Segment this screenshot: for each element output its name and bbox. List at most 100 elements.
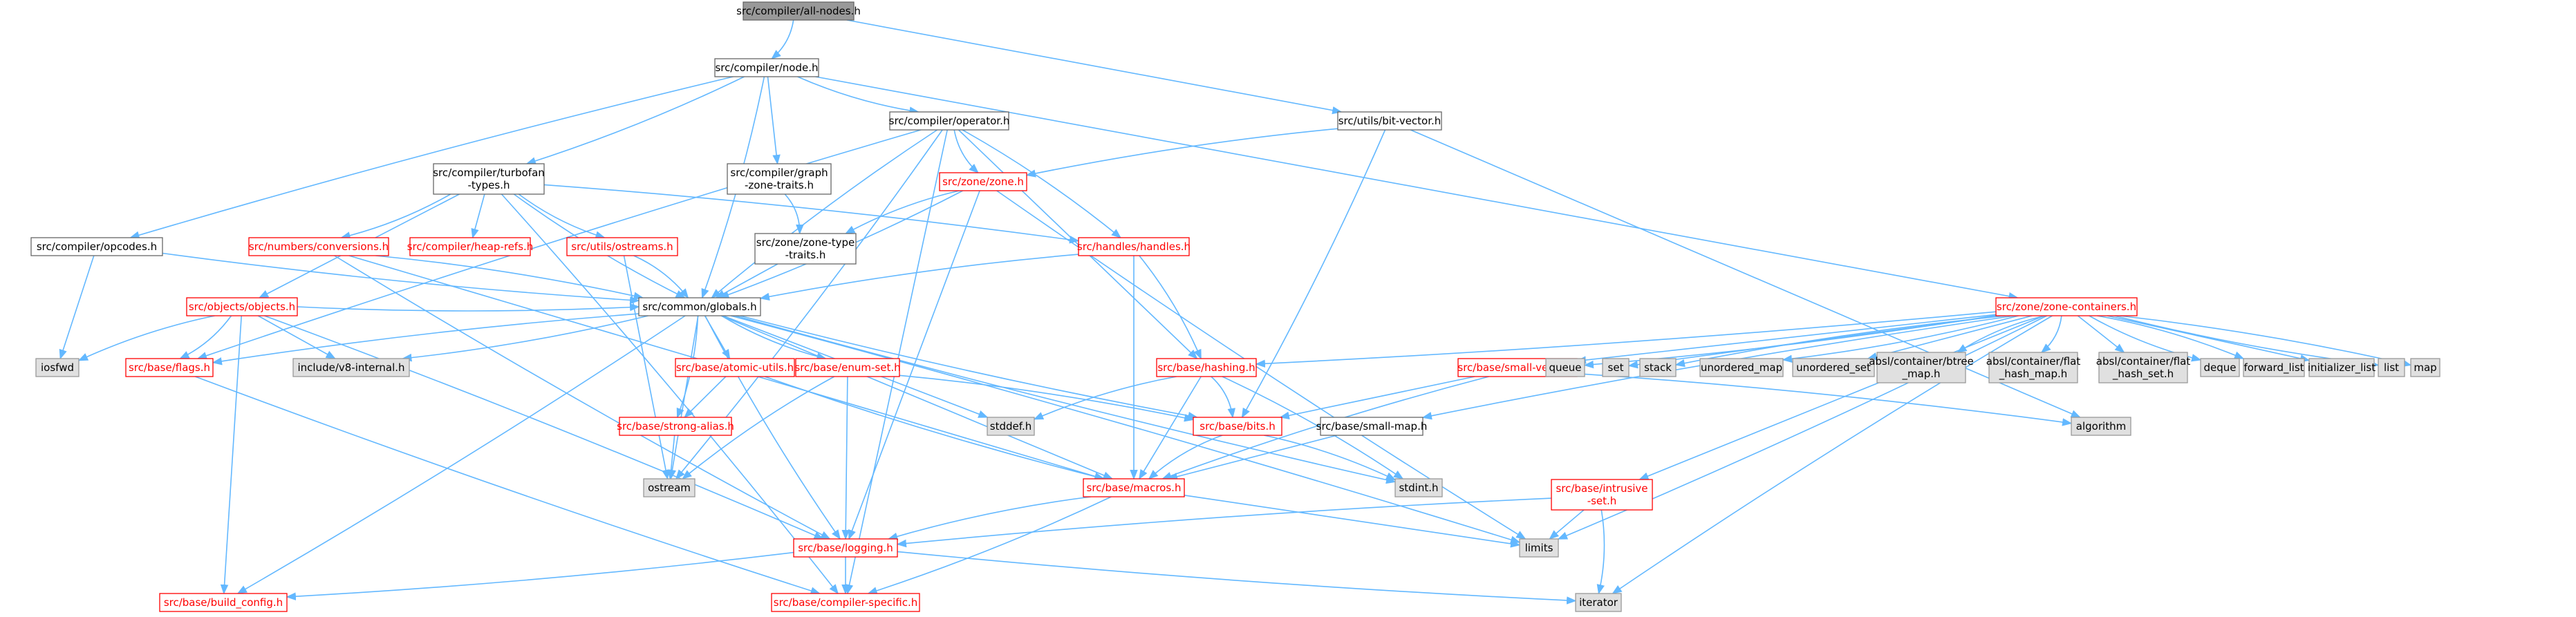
node-zone[interactable]: src/zone/zone.h [939, 172, 1027, 191]
node-deque[interactable]: deque [2200, 358, 2240, 377]
node-label: src/utils/bit-vector.h [1338, 115, 1441, 127]
node-initializer_list[interactable]: initializer_list [2308, 358, 2376, 377]
node-logging[interactable]: src/base/logging.h [793, 538, 898, 558]
node-box [743, 1, 855, 21]
edge-operator-to-flags [196, 129, 922, 360]
node-intrusiveset[interactable]: src/base/intrusive-set.h [1551, 479, 1653, 511]
edge-smallmap-to-macros [1167, 435, 1338, 481]
node-label: algorithm [2076, 420, 2126, 433]
node-iterator[interactable]: iterator [1575, 593, 1622, 612]
node-label: src/base/flags.h [129, 361, 210, 374]
node-bits[interactable]: src/base/bits.h [1193, 417, 1282, 436]
node-label: src/handles/handles.h [1077, 240, 1191, 253]
node-operator[interactable]: src/compiler/operator.h [889, 111, 1010, 131]
node-forward_list[interactable]: forward_list [2243, 358, 2305, 377]
edge-objects-to-flags [179, 315, 232, 359]
node-compilerspecific[interactable]: src/base/compiler-specific.h [771, 593, 920, 612]
node-strongalias[interactable]: src/base/strong-alias.h [617, 417, 734, 436]
node-graphzone[interactable]: src/compiler/graph-zone-traits.h [727, 163, 832, 195]
node-node_h[interactable]: src/compiler/node.h [714, 58, 819, 77]
edge-bitvector-to-algorithm [1410, 129, 2082, 418]
node-zonetype[interactable]: src/zone/zone-type-traits.h [754, 233, 857, 265]
node-label: forward_list [2243, 361, 2304, 374]
node-bitvector[interactable]: src/utils/bit-vector.h [1337, 111, 1442, 131]
edge-turbofan-to-conversions [340, 193, 451, 240]
edge-smallvector-to-bits [1279, 376, 1475, 419]
node-objects[interactable]: src/objects/objects.h [186, 297, 298, 316]
node-label: src/common/globals.h [642, 301, 756, 313]
edge-enumset-to-logging [841, 376, 850, 540]
node-handles[interactable]: src/handles/handles.h [1077, 237, 1191, 256]
node-label: src/base/macros.h [1087, 482, 1182, 494]
node-all_nodes[interactable]: src/compiler/all-nodes.h [736, 1, 861, 21]
node-list[interactable]: list [2378, 358, 2405, 377]
node-box [2200, 358, 2240, 377]
node-label: ostream [648, 482, 691, 494]
node-queue[interactable]: queue [1545, 358, 1585, 377]
edge-zonecontainers-to-smallvector [1576, 314, 1997, 364]
node-unordered_set[interactable]: unordered_set [1792, 358, 1875, 377]
node-box [2410, 358, 2440, 377]
node-ostreams[interactable]: src/utils/ostreams.h [566, 237, 678, 256]
node-flags[interactable]: src/base/flags.h [125, 358, 214, 377]
node-conversions[interactable]: src/numbers/conversions.h [248, 237, 389, 256]
node-label: -zone-traits.h [745, 179, 814, 191]
node-zonecontainers[interactable]: src/zone/zone-containers.h [1995, 297, 2138, 316]
edge-intrusiveset-to-limits [1549, 509, 1585, 540]
node-box [1602, 358, 1630, 377]
node-set[interactable]: set [1602, 358, 1630, 377]
node-map[interactable]: map [2410, 358, 2440, 377]
node-globals[interactable]: src/common/globals.h [638, 297, 761, 316]
node-label: src/compiler/all-nodes.h [736, 5, 861, 17]
node-box [1320, 417, 1424, 436]
node-opcodes[interactable]: src/compiler/opcodes.h [30, 237, 163, 256]
node-buildconfig[interactable]: src/base/build_config.h [159, 593, 288, 612]
node-macros[interactable]: src/base/macros.h [1083, 478, 1185, 497]
node-label: src/compiler/node.h [715, 61, 818, 74]
node-hashing[interactable]: src/base/hashing.h [1156, 358, 1257, 377]
node-stack[interactable]: stack [1639, 358, 1677, 377]
node-iosfwd[interactable]: iosfwd [35, 358, 80, 377]
edge-conversions-to-logging [334, 255, 831, 540]
edge-globals-to-v8internal [402, 315, 648, 362]
node-stdint[interactable]: stdint.h [1394, 478, 1443, 497]
edge-turbofan-to-compilerspecific [501, 193, 839, 595]
node-btree[interactable]: absl/container/btree_map.h [1869, 352, 1974, 383]
edge-macros-to-logging [887, 496, 1091, 540]
node-label: src/base/compiler-specific.h [774, 596, 917, 609]
node-flathashmap[interactable]: absl/container/flat_hash_map.h [1986, 352, 2081, 383]
node-flathashset[interactable]: absl/container/flat_hash_set.h [2096, 352, 2191, 383]
node-label: -set.h [1587, 495, 1617, 507]
node-algorithm[interactable]: algorithm [2071, 417, 2131, 436]
node-label: iterator [1579, 596, 1618, 609]
node-smallmap[interactable]: src/base/small-map.h [1316, 417, 1428, 436]
node-stddef[interactable]: stddef.h [987, 417, 1035, 436]
node-box [1078, 237, 1190, 256]
edge-enumset-to-bits [899, 374, 1195, 422]
node-ostream[interactable]: ostream [643, 478, 696, 497]
node-label: src/zone/zone-containers.h [1997, 301, 2136, 313]
node-heaprefs[interactable]: src/compiler/heap-refs.h [407, 237, 534, 256]
edge-graphzone-to-zonetype [784, 193, 804, 235]
edge-bitvector-to-bits [1241, 129, 1386, 419]
node-box [2098, 352, 2188, 383]
edge-hashing-to-stddef [1033, 376, 1177, 420]
node-box [638, 297, 761, 316]
node-label: queue [1549, 361, 1582, 374]
node-unordered_map[interactable]: unordered_map [1699, 358, 1784, 377]
edge-node_h-to-graphzone [767, 76, 781, 165]
node-label: -types.h [467, 179, 510, 191]
edge-logging-to-iterator [897, 551, 1577, 605]
node-label: src/base/strong-alias.h [617, 420, 734, 433]
node-limits[interactable]: limits [1519, 538, 1559, 558]
edge-objects-to-logging [264, 315, 824, 540]
node-box [771, 593, 920, 612]
node-atomicutils[interactable]: src/base/atomic-utils.h [675, 358, 795, 377]
node-box [1193, 417, 1282, 436]
node-enumset[interactable]: src/base/enum-set.h [794, 358, 901, 377]
edge-ostreams-to-globals [633, 255, 689, 299]
node-turbofan[interactable]: src/compiler/turbofan-types.h [433, 163, 545, 195]
node-v8internal[interactable]: include/v8-internal.h [292, 358, 410, 377]
node-box [1545, 358, 1585, 377]
node-box [125, 358, 214, 377]
